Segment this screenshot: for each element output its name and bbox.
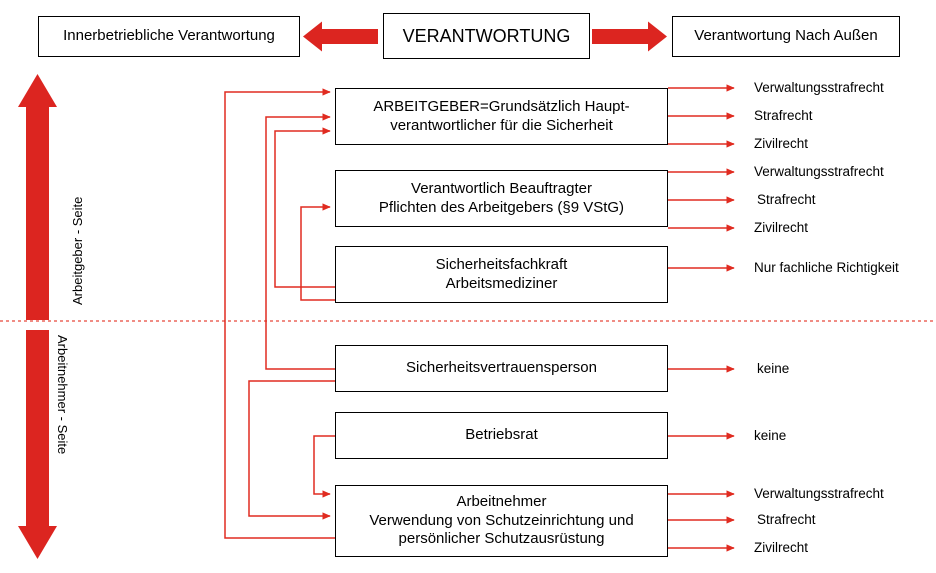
header-box-external-responsibility[interactable]: Verantwortung Nach Außen: [672, 16, 900, 57]
node-box-sicherheitsvertrauensperson[interactable]: Sicherheitsvertrauensperson: [335, 345, 668, 392]
node-betriebsrat-label: Betriebsrat: [465, 426, 538, 444]
node-box-sicherheitsfachkraft[interactable]: Sicherheitsfachkraft Arbeitsmediziner: [335, 246, 668, 303]
connector-svp-to-arbeitgeber: [265, 113, 335, 370]
outcome-label-o3: Zivilrecht: [754, 136, 808, 151]
side-label-employee: Arbeitnehmer - Seite: [55, 335, 70, 454]
outcome-o2-text: Strafrecht: [754, 108, 813, 123]
outcome-o3-text: Zivilrecht: [754, 136, 809, 151]
outcome-o7-text: Nur fachliche Richtigkeit: [754, 260, 899, 275]
node-beauftragter-line2: Pflichten des Arbeitgebers (§9 VStG): [378, 198, 625, 216]
connector-sfk-to-arbeitgeber: [274, 127, 335, 288]
connector-betriebsrat-to-arbeitnehmer: [313, 435, 335, 498]
node-arbeitnehmer-line3: persönlicher Schutzausrüstung: [398, 530, 605, 548]
outcome-label-o5: Strafrecht: [757, 192, 816, 207]
node-box-arbeitnehmer[interactable]: Arbeitnehmer Verwendung von Schutzeinric…: [335, 485, 668, 557]
header-left-label: Innerbetriebliche Verantwortung: [63, 27, 275, 45]
employer-side-arrow: [18, 74, 57, 320]
node-sicherheitsfachkraft-line1: Sicherheitsfachkraft: [435, 255, 568, 273]
connector-svp-to-arbeitnehmer: [248, 380, 335, 520]
outcome-label-o10: Verwaltungsstrafrecht: [754, 486, 884, 501]
node-box-verantwortlich-beauftragter[interactable]: Verantwortlich Beauftragter Pflichten de…: [335, 170, 668, 227]
connector-arbeitnehmer-to-arbeitgeber: [224, 88, 335, 539]
outcome-label-o4: Verwaltungsstrafrecht: [754, 164, 884, 179]
outcome-o11-text: Strafrecht: [757, 512, 816, 527]
outcome-label-o2: Strafrecht: [754, 108, 813, 123]
node-arbeitgeber-line2: verantwortlicher für die Sicherheit: [390, 116, 613, 134]
outcome-o12-text: Zivilrecht: [754, 540, 809, 555]
connector-betriebsrat-to-beauftragter: [300, 203, 335, 301]
node-arbeitnehmer-line1: Arbeitnehmer: [456, 492, 547, 510]
outcome-label-o7: Nur fachliche Richtigkeit: [754, 260, 899, 275]
header-center-label: VERANTWORTUNG: [402, 25, 571, 46]
side-label-employer-text: Arbeitgeber - Seite: [70, 196, 85, 305]
outcome-o1-text: Verwaltungsstrafrecht: [754, 80, 884, 95]
node-beauftragter-line1: Verantwortlich Beauftragter: [411, 179, 592, 197]
node-box-betriebsrat[interactable]: Betriebsrat: [335, 412, 668, 459]
side-label-employee-text: Arbeitnehmer - Seite: [55, 335, 70, 455]
side-label-employer: Arbeitgeber - Seite: [70, 197, 85, 305]
header-box-responsibility[interactable]: VERANTWORTUNG: [383, 13, 590, 59]
outcome-label-o11: Strafrecht: [757, 512, 816, 527]
outcome-label-o6: Zivilrecht: [754, 220, 808, 235]
outcome-o9-text: keine: [754, 428, 787, 443]
node-sicherheitsvertrauensperson-label: Sicherheitsvertrauensperson: [406, 359, 597, 377]
outcome-o5-text: Strafrecht: [757, 192, 816, 207]
outcome-label-o8: keine: [757, 361, 789, 376]
header-arrow-right: [592, 21, 667, 52]
header-right-label: Verantwortung Nach Außen: [694, 27, 878, 45]
outcome-o8-text: keine: [757, 361, 790, 376]
outcome-o10-text: Verwaltungsstrafrecht: [754, 486, 884, 501]
node-arbeitgeber-line1: ARBEITGEBER=Grundsätzlich Haupt-: [373, 97, 630, 115]
header-arrow-left: [303, 21, 378, 52]
node-box-arbeitgeber[interactable]: ARBEITGEBER=Grundsätzlich Haupt- verantw…: [335, 88, 668, 145]
employee-side-arrow: [18, 330, 57, 559]
outcome-label-o9: keine: [754, 428, 786, 443]
node-arbeitnehmer-line2: Verwendung von Schutzeinrichtung und: [369, 511, 634, 529]
node-sicherheitsfachkraft-line2: Arbeitsmediziner: [445, 274, 558, 292]
outcome-label-o12: Zivilrecht: [754, 540, 808, 555]
outcome-o4-text: Verwaltungsstrafrecht: [754, 164, 884, 179]
header-box-internal-responsibility[interactable]: Innerbetriebliche Verantwortung: [38, 16, 300, 57]
outcome-o6-text: Zivilrecht: [754, 220, 809, 235]
outcome-label-o1: Verwaltungsstrafrecht: [754, 80, 884, 95]
